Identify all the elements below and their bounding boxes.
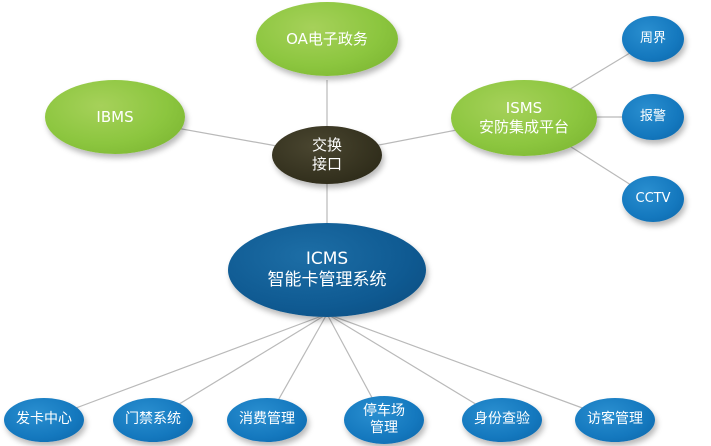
node-alarm: 报警 <box>622 94 684 140</box>
edge-icms-visitor <box>326 313 616 421</box>
node-isms: ISMS 安防集成平台 <box>451 80 597 156</box>
node-visitor: 访客管理 <box>575 398 655 442</box>
node-identity-check: 身份查验 <box>462 398 542 442</box>
node-access-control: 门禁系统 <box>113 398 193 442</box>
node-identity-check-label: 身份查验 <box>474 411 530 428</box>
node-ibms: IBMS <box>45 80 185 154</box>
node-parking: 停车场 管理 <box>344 396 424 444</box>
edge-icms-access <box>152 313 328 421</box>
node-icms: ICMS 智能卡管理系统 <box>228 223 426 317</box>
node-exchange-interface: 交换 接口 <box>272 126 382 184</box>
node-icms-line1: ICMS <box>305 248 349 269</box>
node-alarm-label: 报警 <box>639 108 666 124</box>
edge-icms-card-center <box>43 313 328 421</box>
node-ibms-label: IBMS <box>96 107 134 126</box>
node-card-center-label: 发卡中心 <box>16 411 72 428</box>
edge-icms-identity <box>326 313 503 421</box>
node-parking-line1: 停车场 <box>363 402 405 419</box>
node-exchange-interface-line1: 交换 <box>311 136 342 155</box>
node-oa-egov-label: OA电子政务 <box>286 29 368 48</box>
node-visitor-label: 访客管理 <box>587 411 643 428</box>
node-access-control-label: 门禁系统 <box>125 411 181 428</box>
node-card-center: 发卡中心 <box>4 398 84 442</box>
node-cctv-label: CCTV <box>635 190 671 206</box>
node-cctv: CCTV <box>622 176 684 222</box>
node-exchange-interface-line2: 接口 <box>311 155 342 173</box>
node-consumption-label: 消费管理 <box>239 411 295 428</box>
node-isms-line2: 安防集成平台 <box>478 118 569 136</box>
node-isms-line1: ISMS <box>505 99 543 118</box>
node-parking-line2: 管理 <box>370 420 398 436</box>
node-consumption: 消费管理 <box>227 398 307 442</box>
node-perimeter-label: 周界 <box>639 30 666 46</box>
node-icms-line2: 智能卡管理系统 <box>267 270 387 290</box>
node-oa-egov: OA电子政务 <box>256 2 398 76</box>
node-perimeter: 周界 <box>622 16 684 62</box>
